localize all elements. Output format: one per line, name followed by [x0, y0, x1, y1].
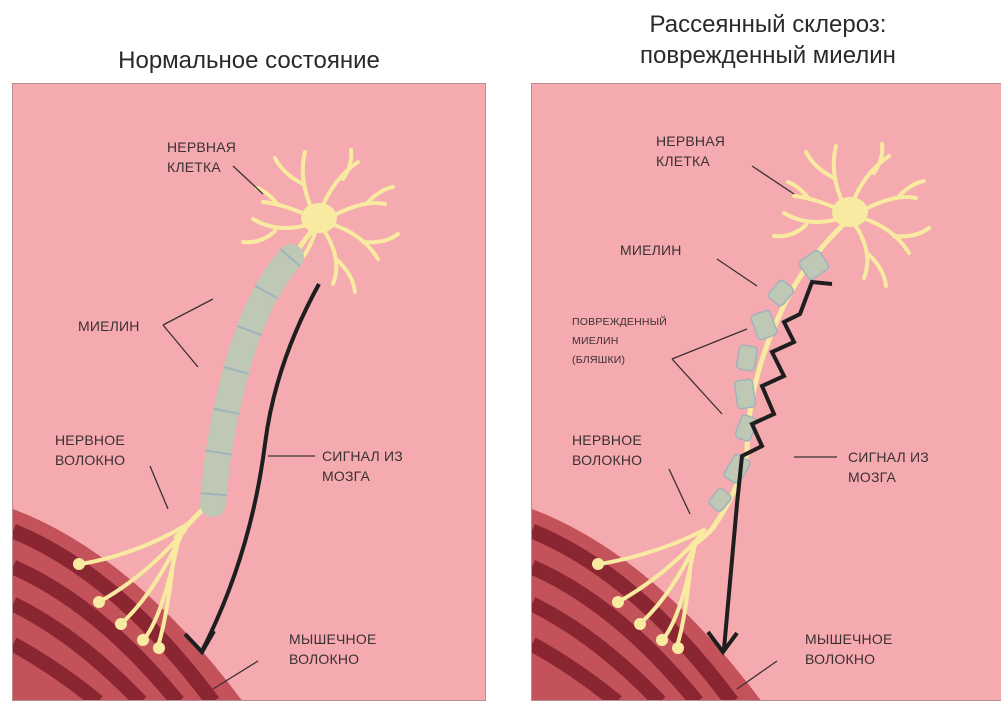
nerve-cell-body: [832, 197, 868, 227]
ms-title: Рассеянный склероз: поврежденный миелин: [531, 9, 1001, 71]
normal-title: Нормальное состояние: [12, 45, 486, 76]
normal-illustration: [13, 84, 486, 701]
ms-label-myelin: МИЕЛИН: [620, 240, 682, 260]
muscle-fiber: [13, 509, 243, 701]
nerve-cell-body: [301, 203, 337, 233]
ms-illustration: [532, 84, 1001, 701]
normal-label-myelin: МИЕЛИН: [78, 316, 140, 336]
ms-title-line-2: поврежденный миелин: [531, 40, 1001, 71]
ms-title-line-1: Рассеянный склероз:: [531, 9, 1001, 40]
